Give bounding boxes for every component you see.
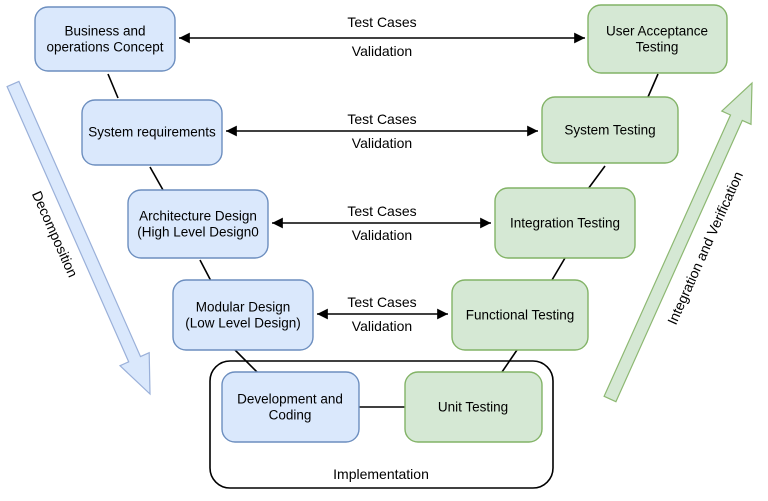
node-development-coding: Development and Coding (221, 371, 360, 443)
node-functional-testing-label: Functional Testing (466, 308, 575, 323)
node-architecture-design-label-line2: (High Level Design0 (137, 225, 259, 240)
integration-verification-arrow-shape (603, 81, 753, 403)
node-unit-testing: Unit Testing (404, 371, 543, 443)
node-modular-design-box (172, 279, 314, 351)
node-business-box (34, 6, 176, 72)
edge-row2-validation-label: Validation (352, 135, 412, 151)
edge-row1-testcases-label: Test Cases (347, 14, 416, 30)
node-system-requirements: System requirements (81, 99, 223, 166)
node-functional-testing: Functional Testing (451, 279, 589, 351)
node-user-acceptance-testing-label-line2: Testing (636, 40, 679, 55)
decomposition-arrow-shape (6, 80, 151, 396)
node-modular-design-label-line2: (Low Level Design) (185, 316, 301, 331)
node-integration-testing: Integration Testing (494, 187, 636, 259)
node-system-testing-label: System Testing (564, 123, 655, 138)
node-modular-design-label-line1: Modular Design (196, 300, 291, 315)
node-architecture-design: Architecture Design (High Level Design0 (127, 189, 269, 259)
connector-business-systemreq (107, 73, 119, 99)
node-system-testing: System Testing (541, 96, 679, 164)
node-architecture-design-label-line1: Architecture Design (139, 209, 257, 224)
connector-integrationtesting-functionaltesting (551, 257, 566, 281)
node-user-acceptance-testing-box (587, 4, 728, 74)
edge-row4-validation-label: Validation (352, 318, 412, 334)
node-functional-testing-box (451, 279, 589, 351)
connector-architecture-modular (199, 259, 212, 282)
node-development-coding-box (221, 371, 360, 443)
node-system-testing-box (541, 96, 679, 164)
node-unit-testing-box (404, 371, 543, 443)
connector-functionaltesting-unittesting (501, 349, 518, 373)
connector-uat-systemtesting (647, 73, 659, 98)
node-business-label-line2: operations Concept (46, 40, 163, 55)
node-business-label-line1: Business and (64, 24, 145, 39)
connector-modular-development (234, 349, 258, 373)
node-modular-design: Modular Design (Low Level Design) (172, 279, 314, 351)
edge-row3-testcases-label: Test Cases (347, 203, 416, 219)
node-unit-testing-label: Unit Testing (438, 400, 508, 415)
node-integration-testing-box (494, 187, 636, 259)
node-integration-testing-label: Integration Testing (510, 216, 620, 231)
implementation-label: Implementation (333, 466, 429, 482)
node-business: Business and operations Concept (34, 6, 176, 72)
edge-row2: Test Cases Validation (226, 111, 538, 151)
node-system-requirements-label: System requirements (88, 125, 216, 140)
edge-row4: Test Cases Validation (317, 294, 448, 334)
node-system-requirements-box (81, 99, 223, 166)
node-architecture-design-box (127, 189, 269, 259)
connector-systemtesting-integrationtesting (587, 165, 606, 190)
node-user-acceptance-testing: User Acceptance Testing (587, 4, 728, 74)
node-user-acceptance-testing-label-line1: User Acceptance (606, 24, 708, 39)
edge-row1-validation-label: Validation (352, 43, 412, 59)
connector-systemreq-architecture (149, 166, 164, 191)
edge-row3: Test Cases Validation (272, 203, 491, 243)
node-development-coding-label-line2: Coding (269, 408, 312, 423)
edge-row4-testcases-label: Test Cases (347, 294, 416, 310)
edge-row2-testcases-label: Test Cases (347, 111, 416, 127)
edge-row1: Test Cases Validation (179, 14, 585, 59)
node-development-coding-label-line1: Development and (237, 392, 343, 407)
edge-row3-validation-label: Validation (352, 227, 412, 243)
